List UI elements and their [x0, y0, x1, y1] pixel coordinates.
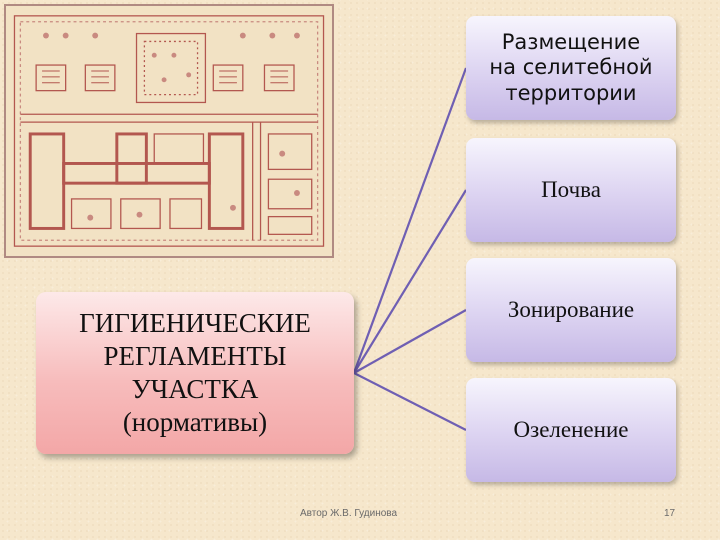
item-placement-line: территории: [505, 80, 637, 105]
site-plan-svg: [13, 15, 325, 247]
main-topic-line: РЕГЛАМЕНТЫ: [103, 341, 287, 372]
item-greening-label: Озеленение: [513, 417, 629, 443]
item-zoning-label: Зонирование: [507, 297, 635, 323]
page-number: 17: [664, 508, 676, 519]
item-soil-box: Почва: [466, 138, 676, 242]
connector-3: [353, 309, 467, 374]
item-greening-box: Озеленение: [466, 378, 676, 482]
main-topic-text: ГИГИЕНИЧЕСКИЕ РЕГЛАМЕНТЫ УЧАСТКА (нормат…: [73, 307, 317, 439]
item-placement-box: Размещение на селитебной территории: [466, 16, 676, 120]
connector-4: [353, 372, 467, 431]
item-soil-label: Почва: [541, 177, 601, 203]
site-plan-drawing: [4, 4, 334, 258]
connector-1: [352, 67, 468, 374]
footer-author: Автор Ж.В. Гудинова: [300, 508, 398, 519]
item-zoning-box: Зонирование: [466, 258, 676, 362]
item-placement-line: Размещение: [501, 30, 641, 55]
main-topic-line: ГИГИЕНИЧЕСКИЕ: [79, 308, 311, 339]
main-topic-line: УЧАСТКА: [131, 374, 259, 404]
item-placement-line: на селитебной: [489, 55, 653, 80]
main-topic-box: ГИГИЕНИЧЕСКИЕ РЕГЛАМЕНТЫ УЧАСТКА (нормат…: [36, 292, 354, 454]
connector-2: [353, 189, 467, 374]
main-topic-line: (нормативы): [122, 406, 268, 437]
